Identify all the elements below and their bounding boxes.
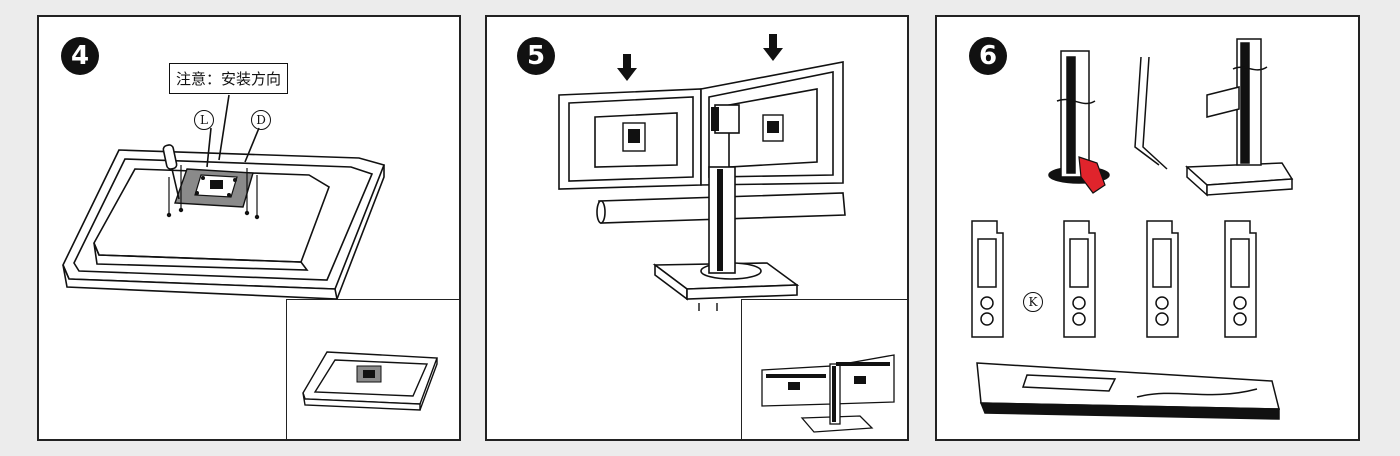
cable-management-illustration xyxy=(971,38,1294,420)
step-number-badge: 6 xyxy=(969,37,1007,75)
step-4-panel: 4 注意：安装方向 L D xyxy=(37,15,461,441)
assembled-monitor-back-thumbnail xyxy=(302,351,438,411)
assembled-dual-monitor-thumbnail xyxy=(761,354,895,433)
step-number-badge: 5 xyxy=(517,37,555,75)
installation-direction-note: 注意：安装方向 xyxy=(169,63,289,94)
label-L-marker: L xyxy=(194,110,214,130)
step-5-panel: 5 xyxy=(485,15,909,441)
label-K-marker: K xyxy=(1023,292,1043,312)
step-5-result-inset xyxy=(741,299,907,439)
step-number-badge: 4 xyxy=(61,37,99,75)
step-4-result-inset xyxy=(286,299,459,439)
dual-monitor-mount-illustration xyxy=(558,34,846,311)
label-D-marker: D xyxy=(251,110,271,130)
step-6-panel: 6 K xyxy=(935,15,1360,441)
monitor-back-vesa-plate-illustration xyxy=(62,94,386,300)
hand-pulling-cover xyxy=(1078,156,1106,194)
